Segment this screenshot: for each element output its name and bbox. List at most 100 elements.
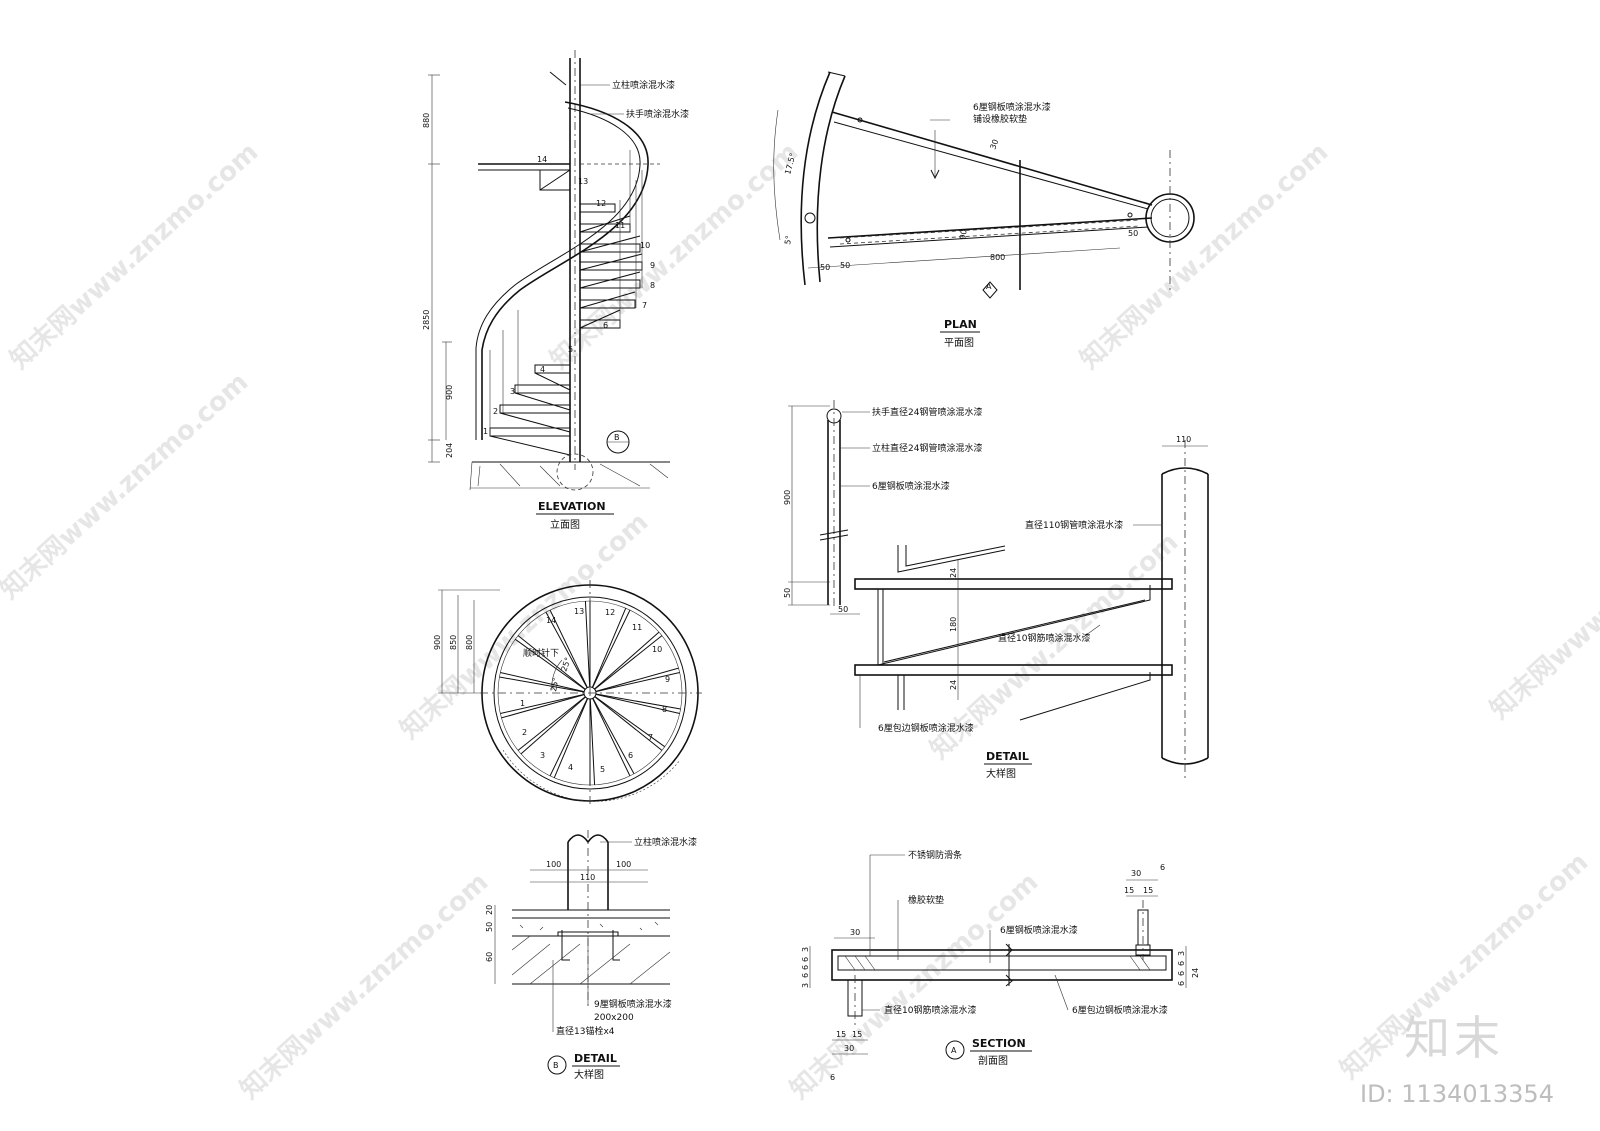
watermark-text: 知末网www.znzmo.com [0,367,254,605]
note-plate-size: 200x200 [594,1013,634,1023]
dim-15: 15 [1143,886,1153,895]
dim-6: 6 [1177,981,1186,986]
tread-line [501,694,585,719]
note-plate: 6厘钢板喷涂混水漆 [872,480,950,492]
watermark-text: 知末网www.znzmo.com [395,507,655,745]
detail-right-view: 900 50 50 110 24 180 24 扶手直径24钢管喷涂混水漆 立柱… [783,400,1209,780]
plan-subtitle: 平面图 [944,337,974,349]
tread-line [549,609,588,688]
dim-50: 50 [783,588,792,598]
detail-right-title: DETAIL [986,750,1029,763]
watermark-logo: 知末 [1404,1011,1504,1065]
tread-line [553,698,589,778]
tread-line [592,609,631,688]
tread-line [589,698,596,785]
dim-24: 24 [949,568,958,578]
dim-30: 30 [1131,869,1141,878]
step-number: 4 [540,365,545,374]
note-post: 立柱直径24钢管喷涂混水漆 [872,442,982,454]
note-strip: 不锈钢防滑条 [908,849,962,861]
dim-60: 60 [485,952,494,962]
step-number: 14 [537,155,547,164]
dim-6: 6 [801,973,810,978]
watermark-text: 知末网www.znzmo.com [1075,137,1335,375]
tread-line [545,611,588,688]
dim-3: 3 [801,947,810,952]
dim-900: 900 [445,385,454,400]
watermark-text: 知末网www.znzmo.com [1485,487,1600,725]
dim-6: 6 [1160,863,1165,872]
tread-line [594,635,663,690]
dim-50: 50 [840,261,850,270]
dim-900: 900 [783,490,792,505]
dim-90: 90 [958,229,969,241]
watermark-layer: 知末网www.znzmo.com 知末网www.znzmo.com 知末网www… [0,137,1600,1105]
detail-right-subtitle: 大样图 [986,767,1016,780]
step-number: 10 [640,241,650,250]
note-pad: 铺设橡胶软垫 [973,113,1027,125]
step-number: 9 [650,261,655,270]
tread-plan-view: A 800 50 50 50 30 90 17.5° 5° 6厘钢板喷涂混水漆 … [773,71,1195,349]
tread-line [499,676,585,693]
note-plate: 6厘钢板喷涂混水漆 [1000,924,1078,936]
step-number: 4 [568,763,573,772]
tread-line [549,698,588,777]
step-number: 13 [574,607,584,616]
watermark-text: 知末网www.znzmo.com [545,137,805,375]
dim-30: 30 [850,928,860,937]
step-number: 8 [650,281,655,290]
angle-label: 25° [559,656,572,672]
tread-line [500,672,585,693]
note-handrail: 扶手直径24钢管喷涂混水漆 [872,406,982,418]
dim-800: 800 [990,253,1005,262]
elevation-view: 880 2850 900 204 [422,50,689,531]
elevation-subtitle: 立面图 [550,518,580,531]
step-number: 1 [483,427,488,436]
watermark-id: ID: 1134013354 [1360,1080,1554,1108]
step-number: 6 [603,321,608,330]
note-post: 立柱喷涂混水漆 [612,79,675,91]
dim-3: 3 [1177,951,1186,956]
tread-line [594,696,665,748]
section-title: SECTION [972,1037,1026,1050]
dim-50: 50 [1128,229,1138,238]
tread-line [517,635,586,690]
tread-line [594,631,660,690]
step-number: 7 [648,733,653,742]
dim-50: 50 [485,922,494,932]
dim-100: 100 [616,860,631,869]
note-bolt: 直径13锚栓x4 [556,1025,615,1037]
tread-line [500,693,585,714]
note-pad: 橡胶软垫 [908,894,944,906]
step-number: 8 [662,705,667,714]
dim-204: 204 [445,443,454,458]
step-number: 11 [632,623,642,632]
elevation-title: ELEVATION [538,500,606,513]
tread-numbers: 1 2 3 4 5 6 7 8 9 10 11 12 13 14 [520,607,670,774]
section-a-view: 30 3 6 6 6 3 30 6 15 15 6 6 6 3 24 15 15… [801,849,1200,1082]
dim-15: 15 [1124,886,1134,895]
tread-line [592,698,635,775]
plan-title: PLAN [944,318,977,331]
step-number: 6 [628,751,633,760]
step-number: 12 [605,608,615,617]
dim-24: 24 [1191,968,1200,978]
step-number: 9 [665,675,670,684]
step-number: 11 [615,221,625,230]
tread-line [520,696,586,755]
angle-label: 25° [549,677,560,693]
dim-6: 6 [801,957,810,962]
tread-line [594,696,663,751]
step-number: 3 [540,751,545,760]
dim-900: 900 [433,635,442,650]
tread-line [595,672,680,693]
marker-b: B [614,433,620,442]
note-post: 立柱喷涂混水漆 [634,836,697,848]
marker-b: B [553,1061,559,1070]
tread-line [595,693,681,710]
circular-plan-view: 1 2 3 4 5 6 7 8 9 10 11 12 13 14 顺时针下 25… [433,580,702,805]
detail-b-title: DETAIL [574,1052,617,1065]
dim-800: 800 [465,635,474,650]
tread-line [515,638,586,690]
